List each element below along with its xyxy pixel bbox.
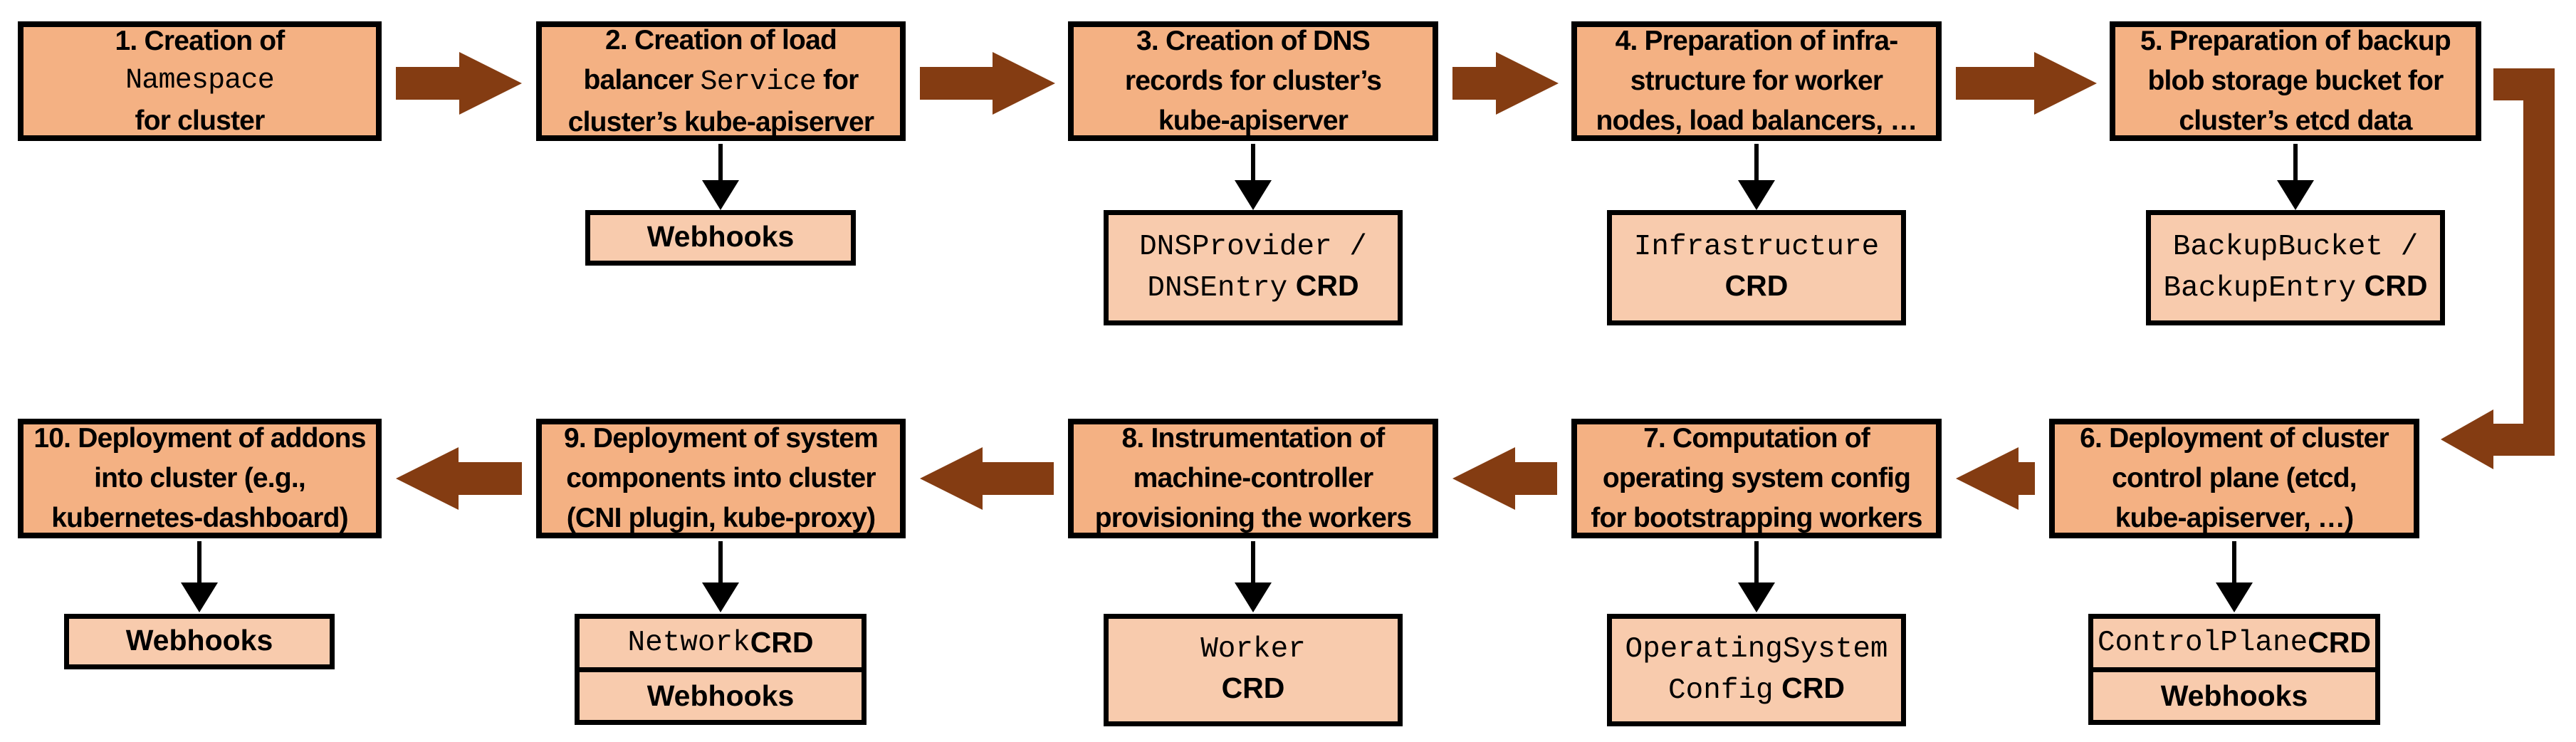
- step-5-box: 5. Preparation of backup blob storage bu…: [2110, 21, 2481, 141]
- step-3-line-3: kube-apiserver: [1158, 105, 1349, 136]
- resource-arrow-step5: [2277, 144, 2314, 210]
- resource-crd-worker: Worker CRD: [1104, 614, 1403, 726]
- step-8-line-3: provisioning the workers: [1094, 503, 1412, 533]
- step-9-line-1: 9. Deployment of system: [563, 423, 879, 454]
- step-6-box: 6. Deployment of cluster control plane (…: [2049, 419, 2419, 538]
- step-3-line-2: records for cluster’s: [1124, 66, 1382, 96]
- step-4-line-3: nodes, load balancers, …: [1596, 105, 1917, 136]
- resource-arrow-step8: [1235, 541, 1272, 612]
- flow-arrow-step9-to-step10: [396, 447, 522, 510]
- resource-webhooks-step9: Webhooks: [580, 667, 862, 721]
- resource-webhooks-step6: Webhooks: [2093, 667, 2375, 721]
- step-1-box: 1. Creation of Namespace for cluster: [18, 21, 382, 141]
- resource-arrow-step2: [702, 144, 739, 210]
- resource-arrow-step6: [2216, 541, 2253, 612]
- step-9-box: 9. Deployment of system components into …: [536, 419, 906, 538]
- step-2-box: 2. Creation of load balancer Service for…: [536, 21, 906, 141]
- step-9-line-3: (CNI plugin, kube-proxy): [566, 503, 876, 533]
- step-7-line-2: operating system config: [1602, 463, 1911, 493]
- resource-webhooks-step2: Webhooks: [585, 210, 856, 266]
- step-4-box: 4. Preparation of infra- structure for w…: [1571, 21, 1942, 141]
- step-2-line-2: balancer Service for: [583, 64, 859, 98]
- step-2-line-3: cluster’s kube-apiserver: [567, 106, 874, 137]
- step-5-line-3: cluster’s etcd data: [2179, 105, 2412, 136]
- flow-elbow-step5-to-step6: [2441, 68, 2555, 469]
- step-9-line-2: components into cluster: [566, 463, 876, 493]
- step-1-line-3: for cluster: [135, 105, 266, 136]
- resource-crd-infrastructure: Infrastructure CRD: [1607, 210, 1906, 325]
- step-8-box: 8. Instrumentation of machine-controller…: [1068, 419, 1438, 538]
- resource-arrow-step9: [702, 541, 739, 612]
- step-5-line-2: blob storage bucket for: [2147, 66, 2444, 96]
- step-4-line-2: structure for worker: [1630, 66, 1883, 96]
- step-7-line-3: for bootstrapping workers: [1591, 503, 1922, 533]
- step-6-line-1: 6. Deployment of cluster: [2080, 423, 2389, 454]
- resource-arrow-step7: [1738, 541, 1775, 612]
- resource-arrow-step4: [1738, 144, 1775, 210]
- step-7-line-1: 7. Computation of: [1643, 423, 1870, 454]
- flow-arrow-step8-to-step9: [920, 447, 1054, 510]
- step-10-line-1: 10. Deployment of addons: [33, 423, 366, 454]
- step-10-box: 10. Deployment of addons into cluster (e…: [18, 419, 382, 538]
- step-10-line-2: into cluster (e.g.,: [94, 463, 306, 493]
- resource-arrow-step10: [181, 541, 218, 612]
- step-4-line-1: 4. Preparation of infra-: [1615, 26, 1899, 56]
- flow-arrow-step1-to-step2: [396, 52, 522, 115]
- step-5-line-1: 5. Preparation of backup: [2140, 26, 2451, 56]
- flow-arrow-step4-to-step5: [1956, 52, 2097, 115]
- step-10-line-3: kubernetes-dashboard): [51, 503, 348, 533]
- step-8-line-1: 8. Instrumentation of: [1121, 423, 1386, 454]
- step-1-line-1: 1. Creation of: [115, 26, 286, 56]
- step-3-line-1: 3. Creation of DNS: [1136, 26, 1371, 56]
- step-1-line-2: Namespace: [125, 65, 275, 97]
- step-6-line-2: control plane (etcd,: [2112, 463, 2357, 493]
- resource-webhooks-step10: Webhooks: [64, 614, 335, 669]
- step-7-box: 7. Computation of operating system confi…: [1571, 419, 1942, 538]
- flow-arrow-step7-to-step8: [1452, 447, 1557, 510]
- resource-arrow-step3: [1235, 144, 1272, 210]
- step-3-box: 3. Creation of DNS records for cluster’s…: [1068, 21, 1438, 141]
- flow-arrow-step6-to-step7: [1956, 447, 2035, 510]
- flow-arrow-step2-to-step3: [920, 52, 1055, 115]
- flow-arrow-step3-to-step4: [1452, 52, 1559, 115]
- step-8-line-2: machine-controller: [1133, 463, 1373, 493]
- step-2-line-1: 2. Creation of load: [604, 24, 837, 56]
- step-6-line-3: kube-apiserver, …): [2115, 503, 2354, 533]
